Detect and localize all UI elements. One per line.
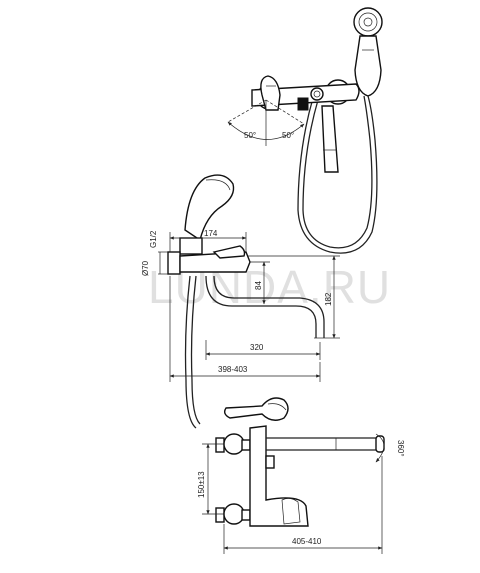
top-view-mixer: 50° 50° (227, 7, 383, 254)
dim-405-410-label: 405-410 (292, 537, 322, 546)
dim-84-label: 84 (254, 281, 263, 290)
dim-centers-label: 150±13 (197, 471, 206, 498)
angle-left-label: 50° (244, 131, 256, 140)
dim-398-403-label: 398-403 (218, 365, 248, 374)
dim-182-label: 182 (324, 292, 333, 306)
dim-320-label: 320 (250, 343, 264, 352)
front-view-mixer: 360° 150±13 405-410 (197, 397, 405, 554)
rotation-label: 360° (396, 440, 405, 457)
side-view-mixer: 174 G1/2 Ø70 84 182 320 398-403 (141, 174, 340, 429)
dim-thread-label: G1/2 (149, 230, 158, 248)
angle-right-label: 50° (282, 131, 294, 140)
dim-174-label: 174 (204, 229, 218, 238)
dim-diameter-label: Ø70 (141, 260, 150, 276)
